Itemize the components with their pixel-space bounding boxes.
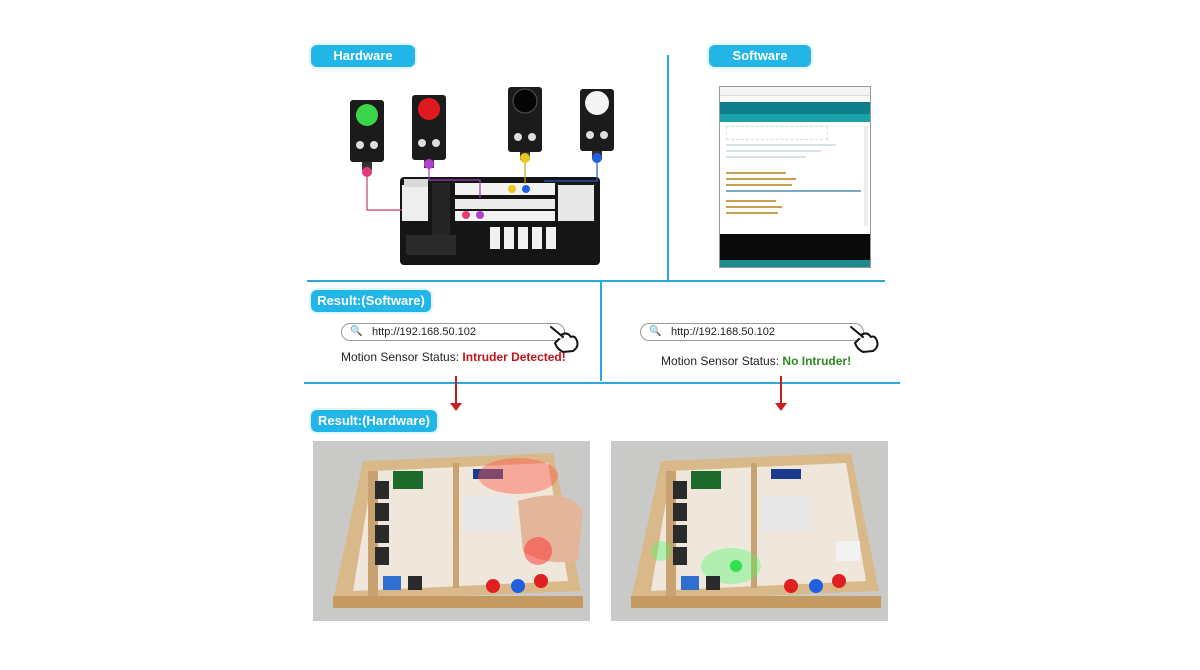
hardware-photo-intruder [313, 441, 590, 621]
hardware-label: Hardware [311, 45, 415, 67]
buzzer-module [508, 87, 542, 160]
green-led-module [350, 100, 384, 170]
ide-menu-bar [720, 96, 870, 102]
purple-connector-dot [424, 159, 434, 169]
status-label-left: Motion Sensor Status: [341, 350, 460, 364]
address-url-right: http://192.168.50.102 [671, 326, 775, 338]
search-icon: 🔍 [649, 326, 662, 337]
status-value-right: No Intruder! [782, 354, 852, 368]
address-url-left: http://192.168.50.102 [372, 326, 476, 338]
blue-connector-dot [592, 153, 602, 163]
result-software-label: Result:(Software) [311, 290, 431, 312]
down-arrow-right [775, 376, 787, 411]
software-label: Software [709, 45, 811, 67]
controller-board [400, 177, 600, 265]
motion-status-right: Motion Sensor Status: No Intruder! [661, 354, 851, 368]
ide-code-area [720, 122, 870, 234]
hardware-photo-no-intruder [611, 441, 888, 621]
ide-tab-bar [720, 114, 870, 122]
top-vertical-divider [667, 55, 669, 280]
ide-toolbar [720, 102, 870, 114]
result-hardware-label: Result:(Hardware) [311, 410, 437, 432]
pointing-hand-icon [850, 326, 879, 354]
hardware-wiring-diagram [350, 87, 614, 265]
status-value-left: Intruder Detected! [462, 350, 566, 364]
address-bar-left[interactable]: 🔍 http://192.168.50.102 [341, 323, 565, 341]
address-bar-right[interactable]: 🔍 http://192.168.50.102 [640, 323, 864, 341]
pink-connector-dot [362, 167, 372, 177]
pir-sensor-module [580, 89, 614, 159]
pointing-hand-icon [550, 326, 579, 354]
yellow-connector-dot [520, 153, 530, 163]
middle-horizontal-divider [307, 280, 885, 282]
results-vertical-divider [600, 282, 602, 381]
down-arrow-left [450, 376, 462, 411]
ide-console [720, 234, 870, 260]
arduino-ide-screenshot [719, 86, 871, 268]
red-led-module [412, 95, 446, 168]
ide-title-bar [720, 87, 870, 96]
status-label-right: Motion Sensor Status: [661, 354, 780, 368]
search-icon: 🔍 [350, 326, 363, 337]
lower-horizontal-divider [304, 382, 900, 384]
ide-status-bar [720, 260, 870, 267]
motion-status-left: Motion Sensor Status: Intruder Detected! [341, 350, 566, 364]
